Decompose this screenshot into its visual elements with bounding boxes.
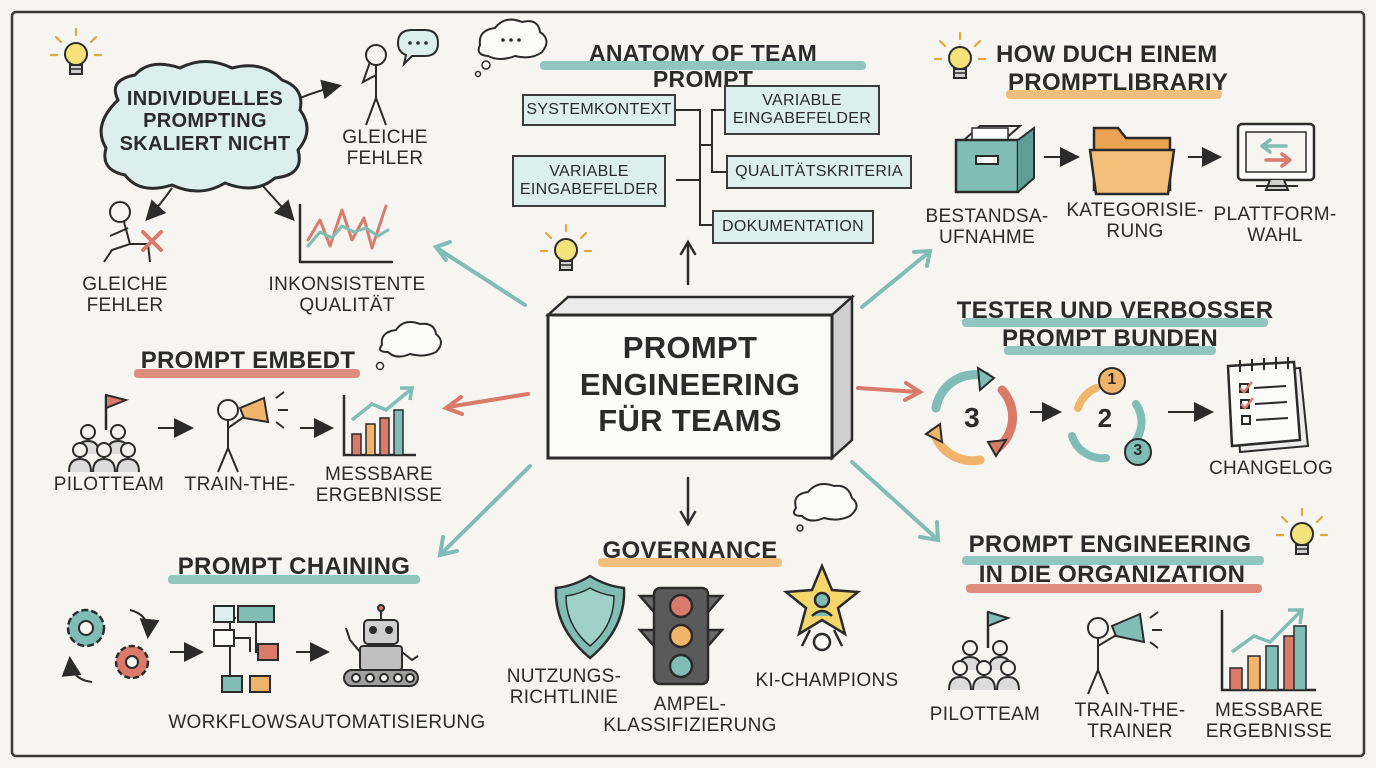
anatomy-title-highlight [540,61,866,70]
center-arrows [432,239,941,558]
changelog-label: CHANGELOG [1208,458,1334,479]
notepad-checklist-icon [1226,357,1310,454]
embed-step-train-the: TRAIN-THE- [184,474,296,495]
chaining-title-highlight [168,575,420,584]
embed-title: PROMPT EMBEDT [140,347,356,374]
problem-cloud-text: INDIVIDUELLES PROMPTING SKALIERT NICHT [119,88,291,155]
speech-bubble-icon [396,29,440,68]
cycle-number-3: 3 [964,402,980,433]
shield-icon [554,574,626,660]
lightbulb-icon [539,223,593,272]
gears-icon [61,608,160,683]
same-errors-label-right: GLEICHE FEHLER [342,127,428,170]
anatomy-connectors [676,109,726,226]
same-errors-label-left: GLEICHE FEHLER [82,274,168,317]
library-step-kategorisierung: KATEGORISIE- RUNG [1066,200,1204,243]
file-box-icon [954,125,1035,194]
team-flag-icon [68,393,140,473]
center-box-3d [544,294,856,461]
lightbulb-icon [49,27,103,76]
library-title-line1: HOW DUCH EINEM [996,41,1218,68]
org-step-messbare-ergebnisse: MESSBARE ERGEBNISSE [1205,700,1333,743]
organization-title-highlight-1 [962,556,1264,565]
governance-title-highlight [598,558,782,567]
inconsistent-quality-label: INKONSISTENTE QUALITÄT [268,274,426,317]
badge-1-label: 1 [1107,371,1117,388]
kneeling-person-icon [103,201,151,263]
robot-icon [343,604,419,687]
traffic-light-icon [637,586,725,686]
bar-chart-growth-icon [342,386,416,457]
organization-title-highlight-2 [966,584,1262,593]
chaining-step-automatisierung: AUTOMATISIERUNG [298,712,486,733]
thinking-person-icon [361,44,387,126]
library-step-bestandsaufnahme: BESTANDSA- UFNAHME [925,206,1049,249]
embed-title-highlight [134,369,360,378]
library-step-plattformwahl: PLATTFORM- WAHL [1213,204,1337,247]
flowchart-icon [213,605,279,693]
small-cloud-icon [375,321,442,371]
library-title-highlight [1006,90,1222,99]
center-title: PROMPT ENGINEERING FÜR TEAMS [579,330,801,439]
chaining-step-workflows: WORKFLOWS [168,712,298,733]
chaining-title: PROMPT CHAINING [177,553,411,580]
megaphone-person-icon [1087,611,1162,695]
page-border [10,10,1366,758]
thought-cloud-icon [99,60,309,193]
lightbulb-icon [1275,507,1329,556]
team-flag-icon [948,610,1020,691]
testing-title-line2: PROMPT BUNDEN [1002,325,1218,352]
badge-3-label: 3 [1133,442,1143,459]
embed-step-messbare-ergebnisse: MESSBARE ERGEBNISSE [315,464,443,507]
testing-title-highlight-2 [1004,346,1216,355]
organization-title-line2: IN DIE ORGANIZATION [978,561,1246,588]
box-variable-eingabefelder-2: VARIABLE EINGABEFELDER [512,155,666,207]
box-variable-eingabefelder-1: VARIABLE EINGABEFELDER [724,85,880,135]
box-qualitaetskriteria: QUALITÄTSKRITERIA [726,155,912,189]
organization-title-line1: PROMPT ENGINEERING [968,531,1252,558]
small-cloud-icon [793,483,858,532]
red-x-icon [141,230,163,252]
box-dokumentation: DOKUMENTATION [712,210,874,244]
small-cloud-icon [474,18,548,78]
badge-3-icon [1124,438,1152,466]
library-title-line2: PROMPTLIBRARIY [1008,69,1229,96]
monitor-icon [1236,122,1316,191]
governance-item-nutzungsrichtlinie: NUTZUNGS- RICHTLINIE [506,666,622,709]
governance-item-ampel-klassifizierung: AMPEL- KLASSIFIZIERUNG [603,694,777,737]
star-champion-icon [782,562,862,652]
cycle-number-2: 2 [1097,403,1113,433]
governance-title: GOVERNANCE [602,537,778,564]
megaphone-person-icon [217,391,288,473]
org-step-train-the-trainer: TRAIN-THE- TRAINER [1074,700,1186,743]
bar-chart-growth-icon [1220,608,1316,692]
governance-item-ki-champions: KI-CHAMPIONS [755,670,899,691]
cycle-arrowheads [924,366,1008,458]
testing-title-highlight-1 [962,318,1268,327]
testing-title-line1: TESTER UND VERBOSSER [956,297,1274,324]
embed-step-pilotteam: PILOTTEAM [53,474,165,495]
lightbulb-icon [933,31,987,80]
problem-arrows [145,79,342,221]
box-systemkontext: SYSTEMKONTEXT [522,94,676,126]
org-step-pilotteam: PILOTTEAM [929,704,1041,725]
volatile-line-chart-icon [298,203,394,264]
folder-icon [1088,126,1176,196]
badge-1-icon [1098,367,1126,395]
